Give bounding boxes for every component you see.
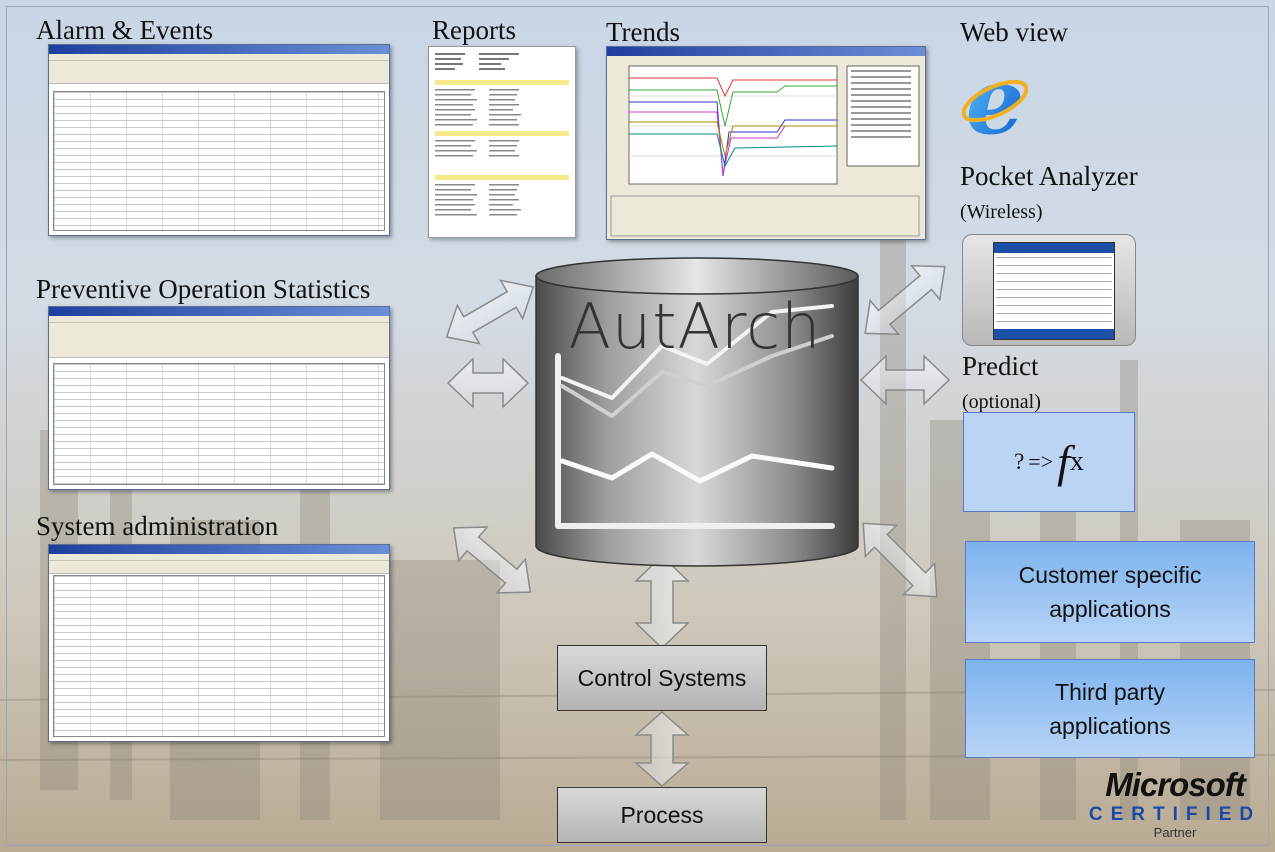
label-predict-sub: (optional) (962, 391, 1041, 413)
pda-device-icon (962, 234, 1136, 346)
arrow-system-admin (452, 526, 532, 594)
label-web-view: Web view (960, 17, 1069, 47)
trends-thumbnail (606, 46, 926, 240)
customer-apps-box: Customer specific applications (965, 541, 1255, 643)
arrow-process (634, 710, 690, 788)
database-label: AutArch (568, 290, 822, 363)
customer-apps-line1: Customer specific (1018, 562, 1202, 588)
microsoft-certified-logo: Microsoft CERTIFIED Partner (1080, 768, 1270, 852)
internet-explorer-icon: e (962, 53, 1028, 149)
process-box: Process (557, 787, 767, 843)
customer-apps-line2: applications (1049, 596, 1171, 622)
arrow-control-systems (634, 554, 690, 650)
predict-arrow: => (1028, 449, 1054, 474)
system-admin-thumbnail (48, 544, 390, 742)
third-party-box: Third party applications (965, 659, 1255, 758)
label-trends: Trends (606, 17, 681, 47)
label-alarm-events: Alarm & Events (36, 15, 213, 45)
microsoft-brand: Microsoft (1105, 766, 1246, 803)
arrow-left-middle (446, 357, 530, 409)
slide-frame (6, 6, 1269, 846)
arrow-preventive (445, 279, 535, 345)
autarch-database (535, 257, 859, 567)
svg-text:e: e (966, 53, 1025, 149)
arrow-pocket-analyzer (864, 265, 946, 335)
third-party-line1: Third party (1055, 678, 1165, 705)
control-systems-box: Control Systems (557, 645, 767, 711)
predict-x: x (1069, 446, 1084, 477)
label-preventive: Preventive Operation Statistics (36, 274, 371, 304)
arrow-predict (859, 354, 951, 406)
predict-question: ? (1014, 449, 1025, 474)
predict-f: f (1057, 436, 1070, 487)
arrow-customer-apps (862, 522, 938, 598)
certified-text: CERTIFIED (1088, 804, 1262, 825)
preventive-statistics-thumbnail (48, 306, 390, 490)
label-predict: Predict (962, 351, 1039, 381)
reports-thumbnail (428, 46, 576, 238)
label-pocket-analyzer: Pocket Analyzer (960, 161, 1138, 191)
label-reports: Reports (432, 15, 516, 45)
label-system-admin: System administration (36, 511, 279, 541)
label-pocket-analyzer-sub: (Wireless) (960, 201, 1043, 223)
alarm-events-thumbnail (48, 44, 390, 236)
partner-text: Partner (1153, 825, 1197, 840)
third-party-line2: applications (1049, 712, 1171, 739)
